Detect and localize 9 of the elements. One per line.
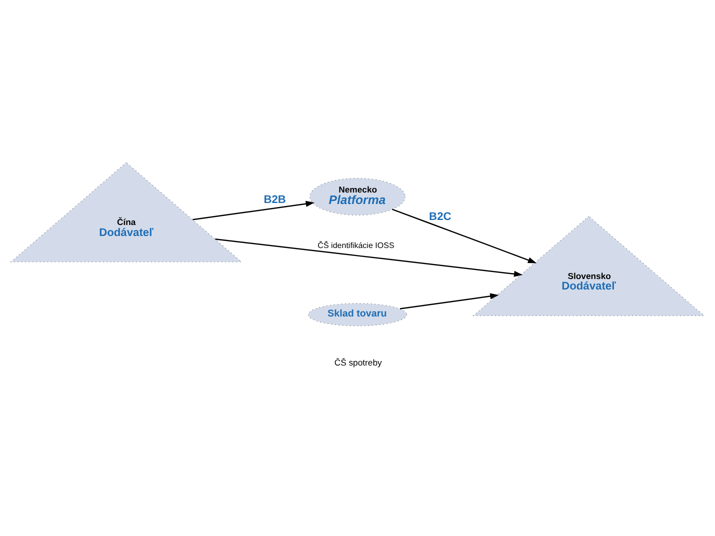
- arrow: [215, 238, 523, 276]
- arrow: [192, 200, 314, 220]
- label: ČŠ spotreby: [334, 357, 382, 368]
- edge-label: B2C: [429, 210, 452, 222]
- arrow: [400, 292, 499, 309]
- edge-label: B2B: [264, 194, 286, 206]
- arrow: [392, 208, 537, 263]
- node-ellipse: Nemecko Platforma: [310, 177, 406, 215]
- node-ellipse: Sklad tovaru: [308, 302, 408, 326]
